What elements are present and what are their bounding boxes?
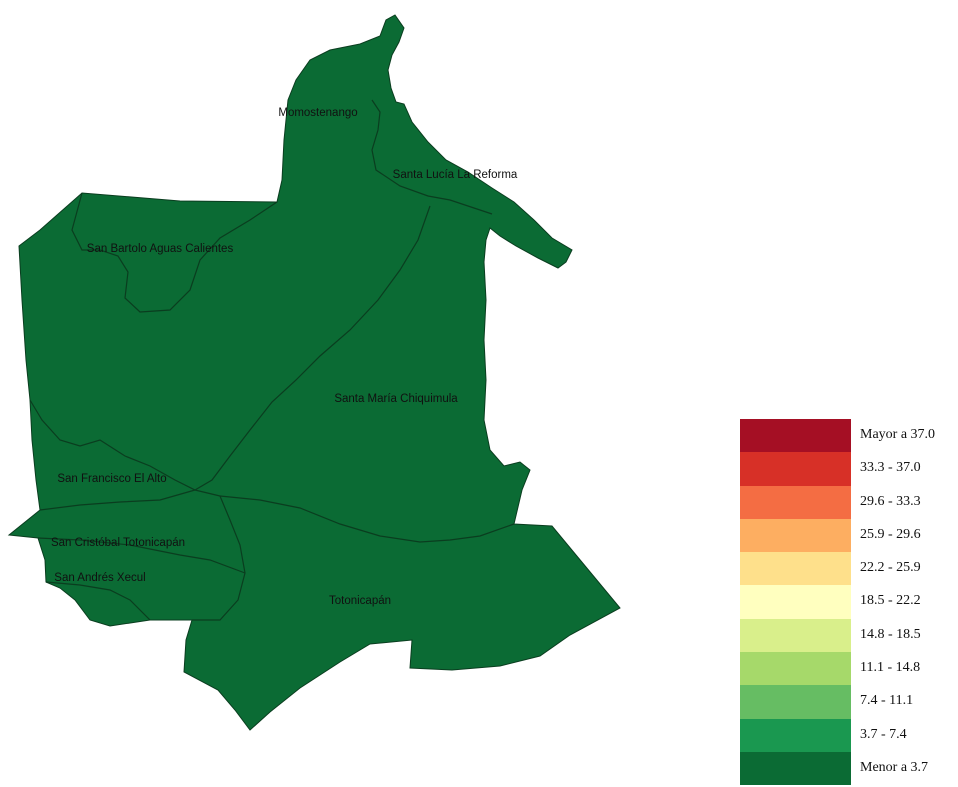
department-outline [7, 14, 621, 731]
legend-row: 18.5 - 22.2 [740, 585, 950, 619]
legend-label: 3.7 - 7.4 [860, 726, 907, 742]
legend-label: 33.3 - 37.0 [860, 460, 921, 476]
legend-row: 25.9 - 29.6 [740, 518, 950, 553]
label-san-francisco-el-alto: San Francisco El Alto [57, 473, 166, 485]
legend-swatch [740, 485, 851, 519]
legend-label: Menor a 3.7 [860, 759, 929, 775]
legend-row: 22.2 - 25.9 [740, 552, 950, 586]
legend-row: 7.4 - 11.1 [740, 685, 950, 719]
border-momostenango-bartolo [71, 192, 278, 313]
municipality-labels: Momostenango Santa Lucía La Reforma San … [51, 107, 518, 607]
legend-swatch [740, 652, 851, 686]
border-momostenango-santa-lucia [371, 99, 493, 215]
label-santa-lucia-la-reforma: Santa Lucía La Reforma [393, 169, 518, 181]
border-east-totonicapan [192, 495, 246, 621]
legend-swatch [740, 718, 851, 752]
label-santa-maria-chiquimula: Santa María Chiquimula [334, 393, 458, 405]
legend-row: 11.1 - 14.8 [740, 652, 950, 686]
legend-swatch [740, 751, 851, 786]
border-san-cristobal-xecul [37, 537, 246, 574]
border-santa-maria-totonicapan [219, 495, 515, 543]
legend-label: 7.4 - 11.1 [860, 693, 914, 709]
legend-label: Mayor a 37.0 [860, 427, 936, 442]
label-momostenango: Momostenango [278, 107, 357, 119]
label-totonicapan: Totonicapán [329, 595, 391, 607]
color-legend: Mayor a 37.0 33.3 - 37.0 29.6 - 33.3 25.9 -… [740, 419, 950, 786]
label-san-bartolo-aguas-calientes: San Bartolo Aguas Calientes [87, 243, 234, 255]
legend-row: 3.7 - 7.4 [740, 718, 950, 752]
legend-swatch [740, 685, 851, 719]
legend-swatch [740, 552, 851, 586]
municipal-borders [29, 99, 515, 621]
legend-label: 11.1 - 14.8 [860, 660, 921, 676]
label-san-andres-xecul: San Andrés Xecul [54, 572, 145, 584]
legend-swatch [740, 618, 851, 653]
legend-label: 18.5 - 22.2 [860, 593, 921, 609]
border-west-san-francisco [29, 399, 221, 497]
legend-row: Mayor a 37.0 [740, 419, 950, 453]
label-san-cristobal-totonicapan: San Cristóbal Totonicapán [51, 537, 185, 549]
border-momostenango-santa-maria [194, 205, 431, 491]
legend-row: Menor a 3.7 [740, 751, 950, 786]
legend-label: 22.2 - 25.9 [860, 560, 921, 576]
border-xecul-totonicapan [45, 581, 151, 621]
legend-label: 14.8 - 18.5 [860, 626, 921, 642]
legend-swatch [740, 518, 851, 553]
legend-swatch [740, 585, 851, 619]
legend-label: 29.6 - 33.3 [860, 493, 921, 509]
legend-label: 25.9 - 29.6 [860, 526, 921, 542]
legend-swatch [740, 419, 851, 453]
legend-row: 33.3 - 37.0 [740, 452, 950, 486]
legend-swatch [740, 452, 851, 486]
border-san-francisco-san-cristobal [39, 489, 196, 511]
legend-row: 14.8 - 18.5 [740, 618, 950, 653]
legend-row: 29.6 - 33.3 [740, 485, 950, 519]
